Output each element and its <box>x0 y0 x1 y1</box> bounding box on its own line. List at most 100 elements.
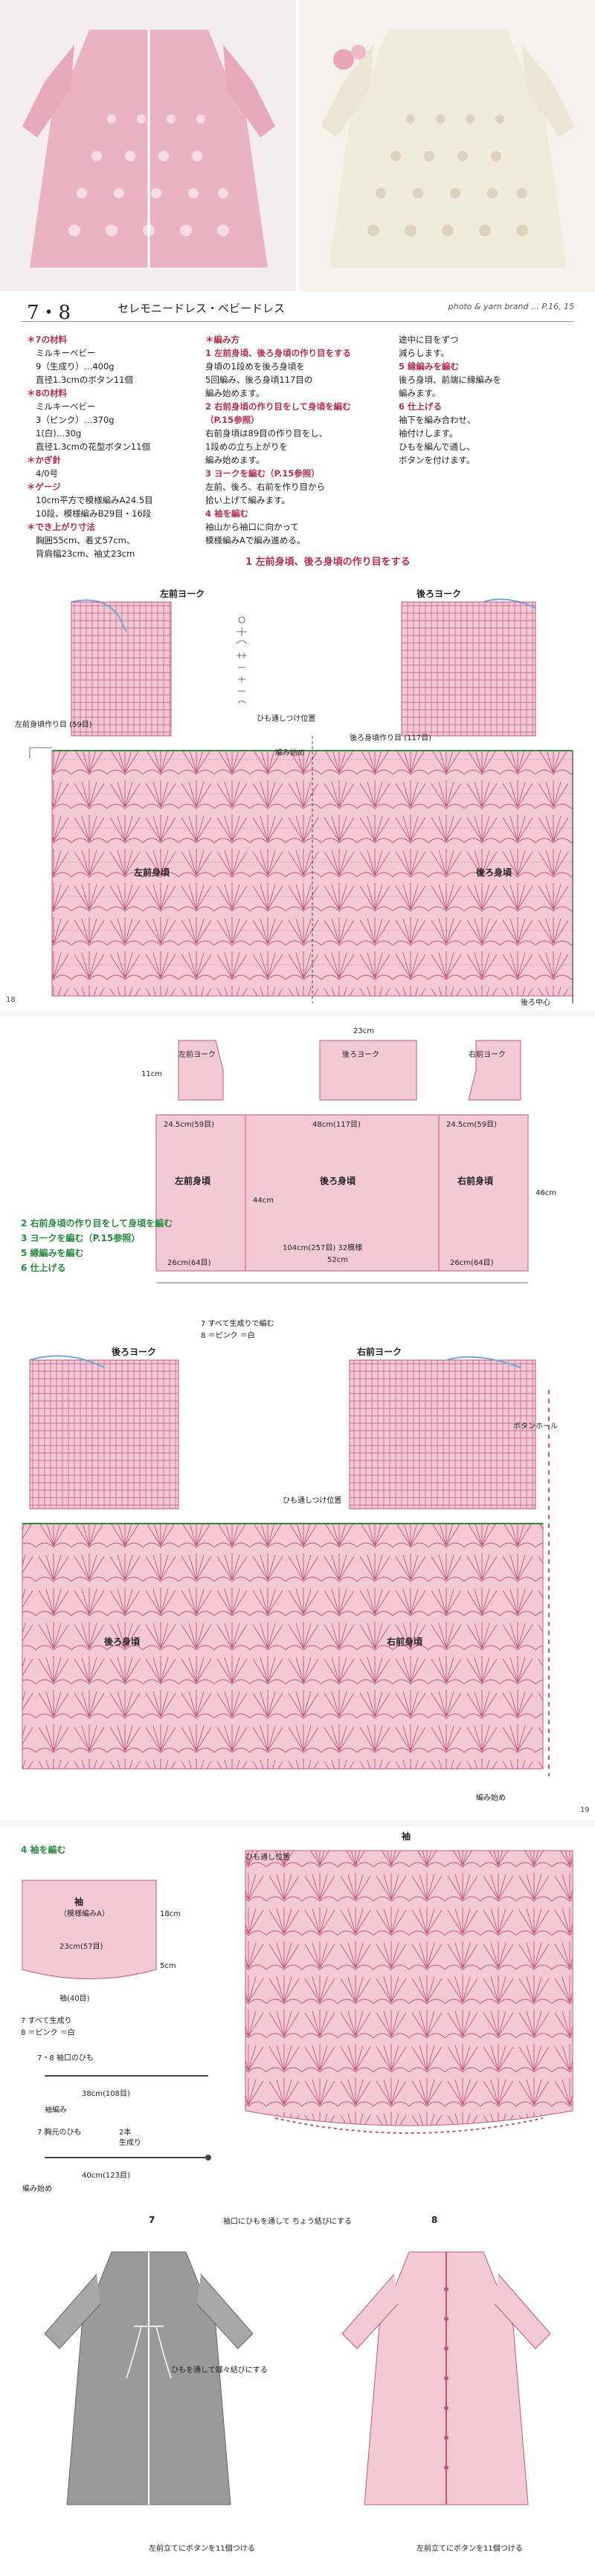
method-text: 袖山から袖口に向かって <box>205 522 299 532</box>
method-step-2-ref: （P.15参照） <box>205 415 260 425</box>
materials-7-heading: ＊7の材料 <box>27 334 68 345</box>
needle-size: 4/0号 <box>36 468 59 479</box>
tie2-drawing <box>45 2155 211 2161</box>
step-5: 5 縁編みを編む <box>21 1248 84 1258</box>
materials-8-heading: ＊8の材料 <box>27 388 68 398</box>
left-start-label: 左前身頃作り目 (59目) <box>15 721 92 729</box>
tie1-note: 袖編み <box>45 2106 67 2114</box>
method-step-3: 3 ヨークを編む（P.15参照） <box>205 468 320 479</box>
tie2-start: 編み始め <box>22 2185 52 2193</box>
chart2-buttonhole: ボタンホール <box>513 1423 558 1431</box>
page-gap <box>0 1821 595 1827</box>
page-number: 18 <box>6 996 16 1004</box>
method-step-2: 2 右前身頃の作り目をして身頃を編む <box>205 401 351 412</box>
yoke-back-panel <box>401 601 536 737</box>
photo-pink-dress <box>0 0 296 291</box>
legend-7: 7 すべて生成りで編む <box>201 1320 274 1328</box>
sleeve-bottom: 袖(40目) <box>60 1995 90 2003</box>
page-gap <box>0 1011 595 1017</box>
finished-dress-7 <box>44 2251 254 2505</box>
material-line: ミルキーベビー <box>36 348 96 358</box>
method-step-5: 5 縁編みを編む <box>399 361 460 372</box>
dim-hw3: 26cm(64目) <box>450 1259 494 1267</box>
dim-right-yoke: 右前ヨーク <box>469 1051 506 1059</box>
dim-w1: 24.5cm(59目) <box>164 1121 215 1129</box>
tie1-length: 38cm(108目) <box>82 2090 130 2098</box>
chart2-right-body: 右前身頃 <box>387 1637 423 1647</box>
sleeve-top: 23cm(57目) <box>60 1943 103 1951</box>
method-text: 後ろ身頃、前端に縁編みを <box>399 375 501 385</box>
gauge-line: 10段、模様編みB29目・16段 <box>36 508 152 519</box>
method-text: 模様編みAで編み進める。 <box>205 535 306 546</box>
gauge-heading: ＊ゲージ <box>27 482 61 492</box>
method-step-4: 4 袖を編む <box>205 508 249 519</box>
sleeve-legend-8: 8 ＝ピンク ＝白 <box>21 2029 75 2037</box>
method-text: 5回編み、後ろ身頃117目の <box>205 375 313 385</box>
photo-white-dress <box>299 0 595 291</box>
diagram-1-title: 1 左前身頃、後ろ身頃の作り目をする <box>245 557 411 568</box>
method-heading: ＊編み方 <box>205 334 239 345</box>
method-text: ひもを編んで通し、 <box>399 441 475 452</box>
dim-yoke-h: 11cm <box>141 1070 162 1078</box>
sleeve-label-sub: （模様編みA） <box>60 1910 109 1918</box>
yoke-left-front-panel <box>71 601 172 737</box>
step-2: 2 右前身頃の作り目をして身頃を編む <box>21 1218 173 1229</box>
dim-w3: 24.5cm(59目) <box>446 1121 498 1129</box>
page-1: 7・8 セレモニードレス・ベビードレス photo & yarn brand …… <box>0 0 595 1011</box>
needle-heading: ＊かぎ針 <box>27 455 61 465</box>
tie-position-label: ひも通しつけ位置 <box>257 715 316 723</box>
method-text: 編みます。 <box>399 388 441 398</box>
sleeve-schematic <box>22 1880 157 1979</box>
pattern-title: セレモニードレス・ベビードレス <box>118 302 286 315</box>
dim-h2: 46cm <box>536 1189 556 1197</box>
material-line: 3（ピンク）…370g <box>36 415 115 425</box>
method-text: 1段めの立ち上がりを <box>205 441 288 452</box>
tie2-color: 生成り <box>119 2139 141 2147</box>
method-text: 編み始めます。 <box>205 455 265 465</box>
finished-8-number: 8 <box>431 2215 438 2225</box>
material-line: ミルキーベビー <box>36 401 96 412</box>
method-step-6: 6 仕上げる <box>399 401 443 412</box>
method-step-1: 1 左前身頃、後ろ身頃の作り目をする <box>205 348 352 358</box>
sleeve-step: 4 袖を編む <box>21 1845 66 1855</box>
sleeve-label: 袖 <box>74 1897 84 1907</box>
method-text: ボタンを付けます。 <box>399 455 475 465</box>
method-text: 右前身頃は89目の作り目をし、 <box>205 428 328 438</box>
legend-8: 8 ＝ピンク ＝白 <box>201 1332 255 1340</box>
tie-instructions: ひもを通して蝶々結びにする <box>171 2366 268 2375</box>
dim-w2: 48cm(117目) <box>312 1121 361 1129</box>
tie2-title: 7 胸元のひも <box>37 2129 82 2137</box>
button-note-7: 左前立てにボタンを11個つける <box>149 2545 255 2553</box>
back-yoke-label: 後ろヨーク <box>416 589 462 599</box>
method-column-right: 途中に目をずつ 減らします。 5 縁編みを編む 後ろ身頃、前端に縁編みを 編みま… <box>399 333 577 467</box>
size-heading: ＊でき上がり寸法 <box>27 522 95 532</box>
method-column: ＊編み方 1 左前身頃、後ろ身頃の作り目をする 身頃の1段めを後ろ身頃を 5回編… <box>205 333 391 547</box>
size-line: 背肩幅23cm、袖丈23cm <box>36 548 135 559</box>
sleeve-d1: 18cm <box>160 1910 181 1918</box>
dimension-schematic <box>155 1040 529 1284</box>
dim-yoke-top: 23cm <box>353 1027 374 1035</box>
method-text: 身頃の1段めを後ろ身頃を <box>205 361 305 372</box>
material-line: 直径1.3cmの花型ボタン11個 <box>36 441 150 452</box>
sleeve-chart-title: 袖 <box>402 1831 411 1842</box>
dim-hw1: 26cm(64目) <box>167 1259 211 1267</box>
dim-h1: 44cm <box>253 1197 274 1205</box>
photo-credit: photo & yarn brand … P.16, 15 <box>448 302 574 311</box>
method-text: 編み始めます。 <box>205 388 265 398</box>
left-yoke-label: 左前ヨーク <box>160 589 205 599</box>
tie1-drawing <box>45 2075 208 2077</box>
back-body-label: 後ろ身頃 <box>476 867 512 878</box>
material-line: 9（生成り）…400g <box>36 361 115 372</box>
tie1-title: 7・8 袖口のひも <box>37 2054 94 2062</box>
method-text: 拾い上げて編みます。 <box>205 495 290 505</box>
dim-back: 後ろ身頃 <box>320 1176 356 1186</box>
step-3: 3 ヨークを編む（P.15参照） <box>21 1233 141 1243</box>
method-text: 減らします。 <box>399 348 449 358</box>
back-start-label: 後ろ身頃作り目 (117目) <box>350 734 432 742</box>
sleeve-tie-label: ひも通し位置 <box>245 1854 290 1862</box>
left-body-label: 左前身頃 <box>134 867 170 878</box>
chart2-back-yoke: 後ろヨーク <box>112 1347 157 1357</box>
finished-7-number: 7 <box>149 2215 155 2225</box>
dim-left-yoke: 左前ヨーク <box>178 1051 216 1059</box>
steps-list: 2 右前身頃の作り目をして身頃を編む 3 ヨークを編む（P.15参照） 5 縁編… <box>21 1216 173 1275</box>
